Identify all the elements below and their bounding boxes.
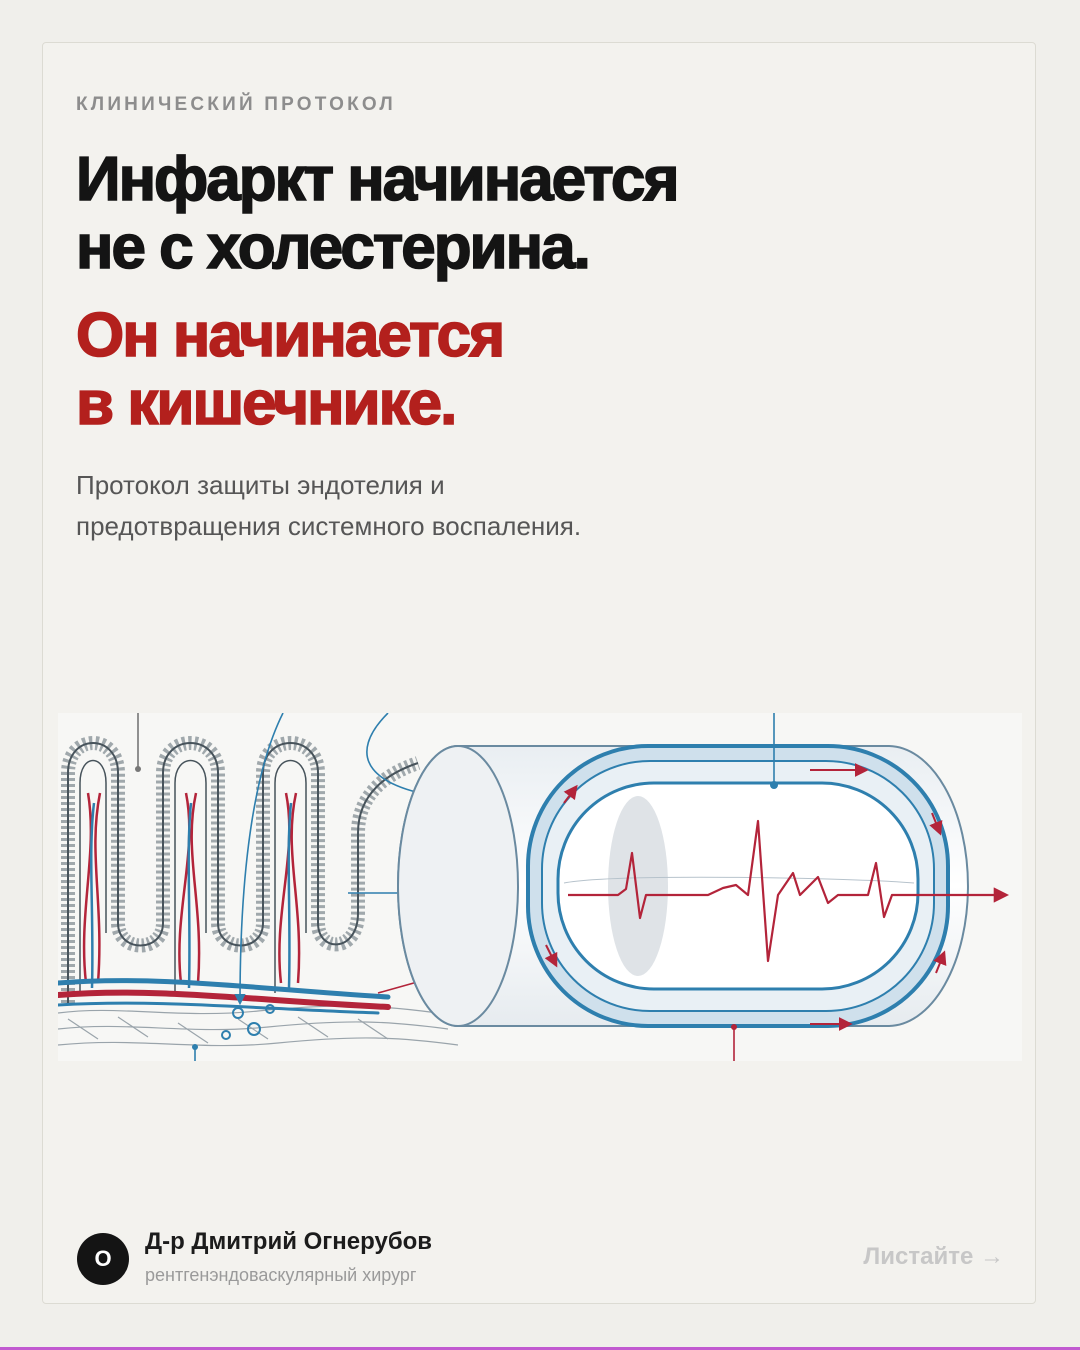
submucosal-vessels xyxy=(58,978,391,1015)
eyebrow-label: КЛИНИЧЕСКИЙ ПРОТОКОЛ xyxy=(76,94,396,115)
subtitle: Протокол защиты эндотелия и предотвращен… xyxy=(76,465,581,547)
accent-headline: Он начинается в кишечнике. xyxy=(75,301,506,439)
accent-headline-line-1: Он начинается xyxy=(75,301,506,371)
author-avatar: О xyxy=(77,1233,129,1285)
intestinal-villi xyxy=(61,736,421,1003)
blood-vessel xyxy=(397,713,1010,1061)
headline-line-2: не с холестерина. xyxy=(75,213,591,283)
subtitle-line-2: предотвращения системного воспаления. xyxy=(76,511,582,541)
accent-headline-line-2: в кишечнике. xyxy=(75,369,458,439)
subtitle-line-1: Протокол защиты эндотелия и xyxy=(76,470,445,500)
swipe-cta[interactable]: Листайте → xyxy=(863,1243,1004,1270)
lymph-particles xyxy=(221,1004,275,1040)
bottom-accent-line xyxy=(0,1347,1080,1350)
author-name: Д-р Дмитрий Огнерубов xyxy=(145,1228,433,1255)
headline: Инфаркт начинается не с холестерина. xyxy=(75,145,680,283)
slide-card xyxy=(42,42,1036,1304)
intestine-vessel-illustration xyxy=(58,713,1022,1061)
headline-line-1: Инфаркт начинается xyxy=(75,145,680,215)
author-role: рентгенэндоваскулярный хирург xyxy=(145,1265,417,1285)
